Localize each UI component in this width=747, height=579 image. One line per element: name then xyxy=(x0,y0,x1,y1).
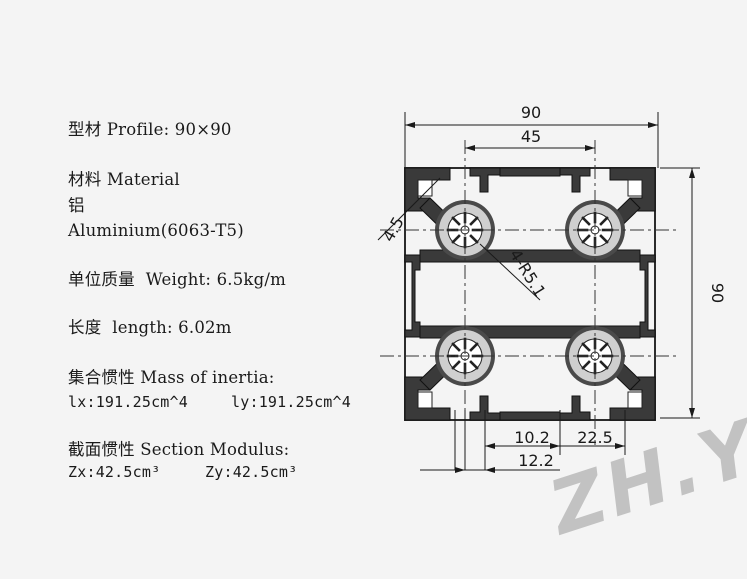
modulus-zy: Zy:42.5cm³ xyxy=(205,463,298,481)
length-text: 长度 length: 6.02m xyxy=(68,318,232,337)
profile-body xyxy=(404,167,656,421)
dim-slot-pitch: 45 xyxy=(521,127,541,146)
modulus-zx: Zx:42.5cm³ xyxy=(68,463,161,481)
dim-slot-offset: 22.5 xyxy=(577,428,613,447)
weight-text: 单位质量 Weight: 6.5kg/m xyxy=(68,270,286,289)
arrowheads xyxy=(405,122,695,473)
dim-chamfer: 4.5 xyxy=(379,213,408,245)
material-value: Aluminium(6063-T5) xyxy=(68,221,244,240)
dim-slot-inner: 10.2 xyxy=(514,428,550,447)
inertia-ly: ly:191.25cm^4 xyxy=(231,393,351,411)
modulus-label: 截面惯性 Section Modulus: xyxy=(68,440,290,459)
dim-overall-height: 90 xyxy=(708,283,727,303)
center-lines xyxy=(380,140,680,445)
dim-slot-outer: 12.2 xyxy=(518,451,554,470)
material-cn: 铝 xyxy=(68,196,85,215)
profile-text: 型材 Profile: 90×90 xyxy=(68,120,232,139)
material-label: 材料 Material xyxy=(68,170,180,189)
dim-overall-width: 90 xyxy=(521,103,541,122)
inertia-label: 集合惯性 Mass of inertia: xyxy=(68,368,275,387)
inertia-lx: lx:191.25cm^4 xyxy=(68,393,188,411)
